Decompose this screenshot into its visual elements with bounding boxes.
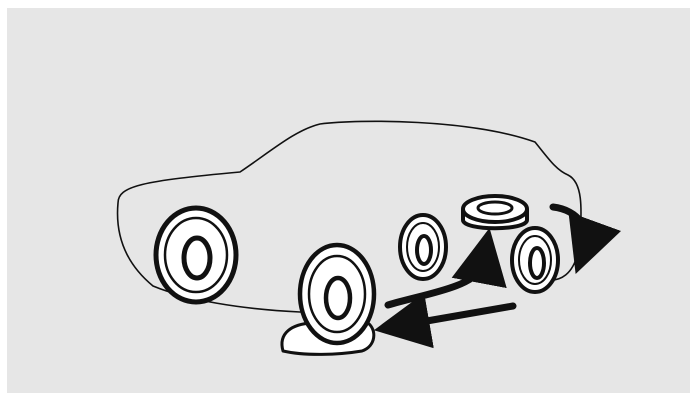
loose-tire-icon [512, 228, 558, 292]
tire-change-diagram [7, 8, 690, 393]
diagram-panel [7, 8, 690, 393]
spare-tire-icon [463, 196, 527, 228]
flat-tire-icon [282, 245, 374, 354]
mounted-tire-icon [400, 215, 446, 279]
arrow-icon [398, 306, 513, 326]
mounted-tire-icon [156, 208, 236, 302]
